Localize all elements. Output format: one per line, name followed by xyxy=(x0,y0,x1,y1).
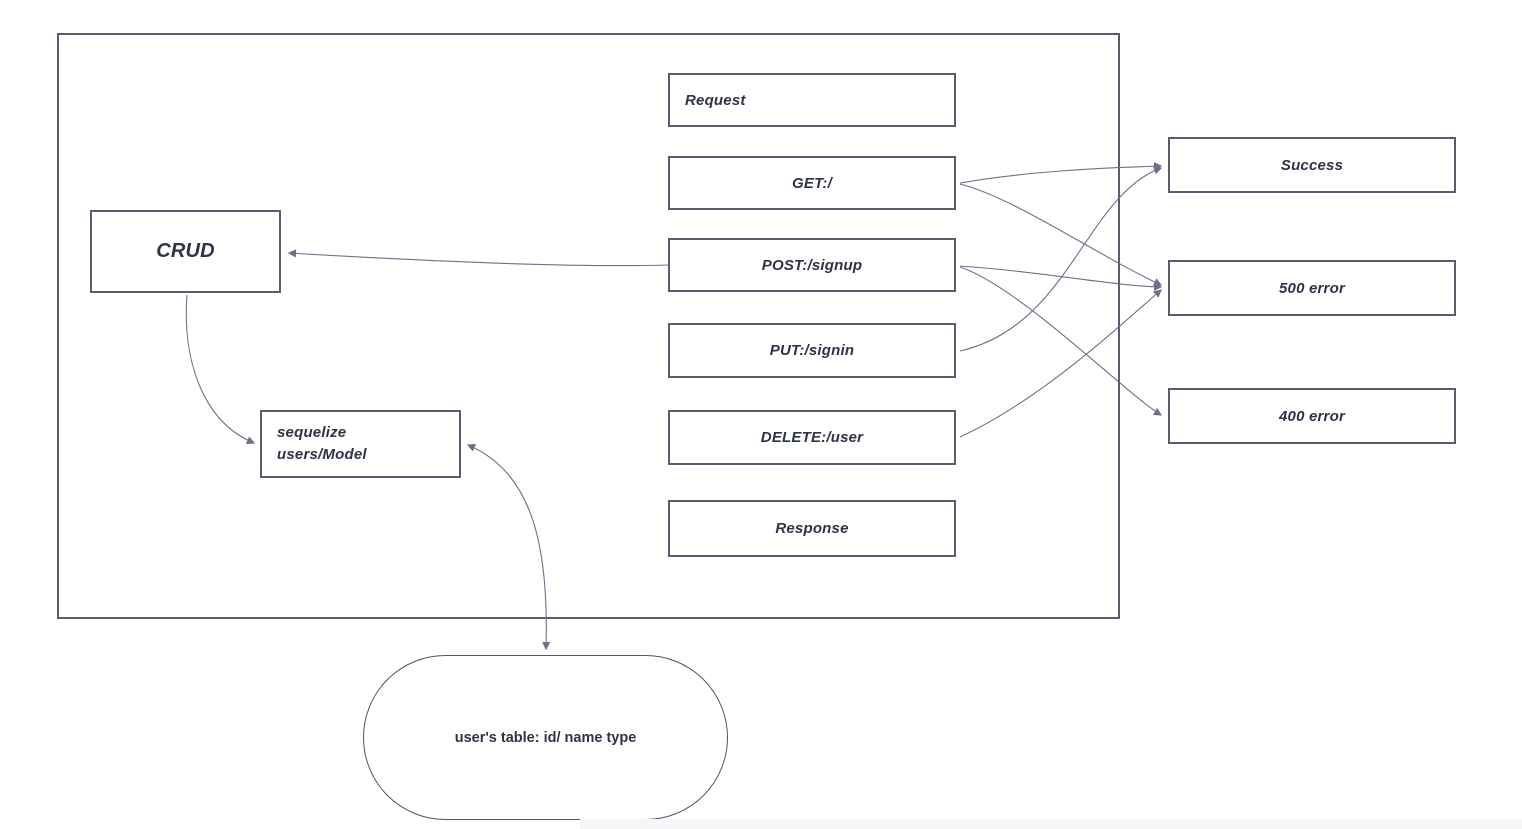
node-delete-user-label: DELETE:/user xyxy=(760,429,864,446)
app-boundary-frame xyxy=(57,33,1120,619)
node-sequelize-label-line2: users/Model xyxy=(277,446,367,463)
node-sequelize-users-model[interactable]: sequelize users/Model xyxy=(260,410,461,478)
node-put-signin[interactable]: PUT:/signin xyxy=(668,323,956,378)
node-request[interactable]: Request xyxy=(668,73,956,127)
node-400-error-label: 400 error xyxy=(1278,407,1345,425)
node-post-signup-label: POST:/signup xyxy=(761,256,863,274)
node-500-error[interactable]: 500 error xyxy=(1168,260,1456,316)
node-success[interactable]: Success xyxy=(1168,137,1456,193)
node-put-signin-label: PUT:/signin xyxy=(769,342,855,359)
node-post-signup[interactable]: POST:/signup xyxy=(668,238,956,292)
node-crud-label: CRUD xyxy=(156,240,215,262)
node-success-label: Success xyxy=(1280,156,1344,174)
node-sequelize-label-line1: sequelize xyxy=(277,423,347,441)
node-users-table[interactable]: user's table: id/ name type xyxy=(363,655,728,820)
page-edge-strip xyxy=(580,819,1522,829)
node-delete-user[interactable]: DELETE:/user xyxy=(668,410,956,465)
node-request-label: Request xyxy=(685,91,746,109)
node-users-table-label: user's table: id/ name type xyxy=(454,729,637,746)
node-get-root[interactable]: GET:/ xyxy=(668,156,956,210)
node-400-error[interactable]: 400 error xyxy=(1168,388,1456,444)
node-response-label: Response xyxy=(775,520,849,537)
node-get-root-label: GET:/ xyxy=(792,174,832,192)
node-crud[interactable]: CRUD xyxy=(90,210,281,293)
node-500-error-label: 500 error xyxy=(1278,279,1345,297)
node-response[interactable]: Response xyxy=(668,500,956,557)
